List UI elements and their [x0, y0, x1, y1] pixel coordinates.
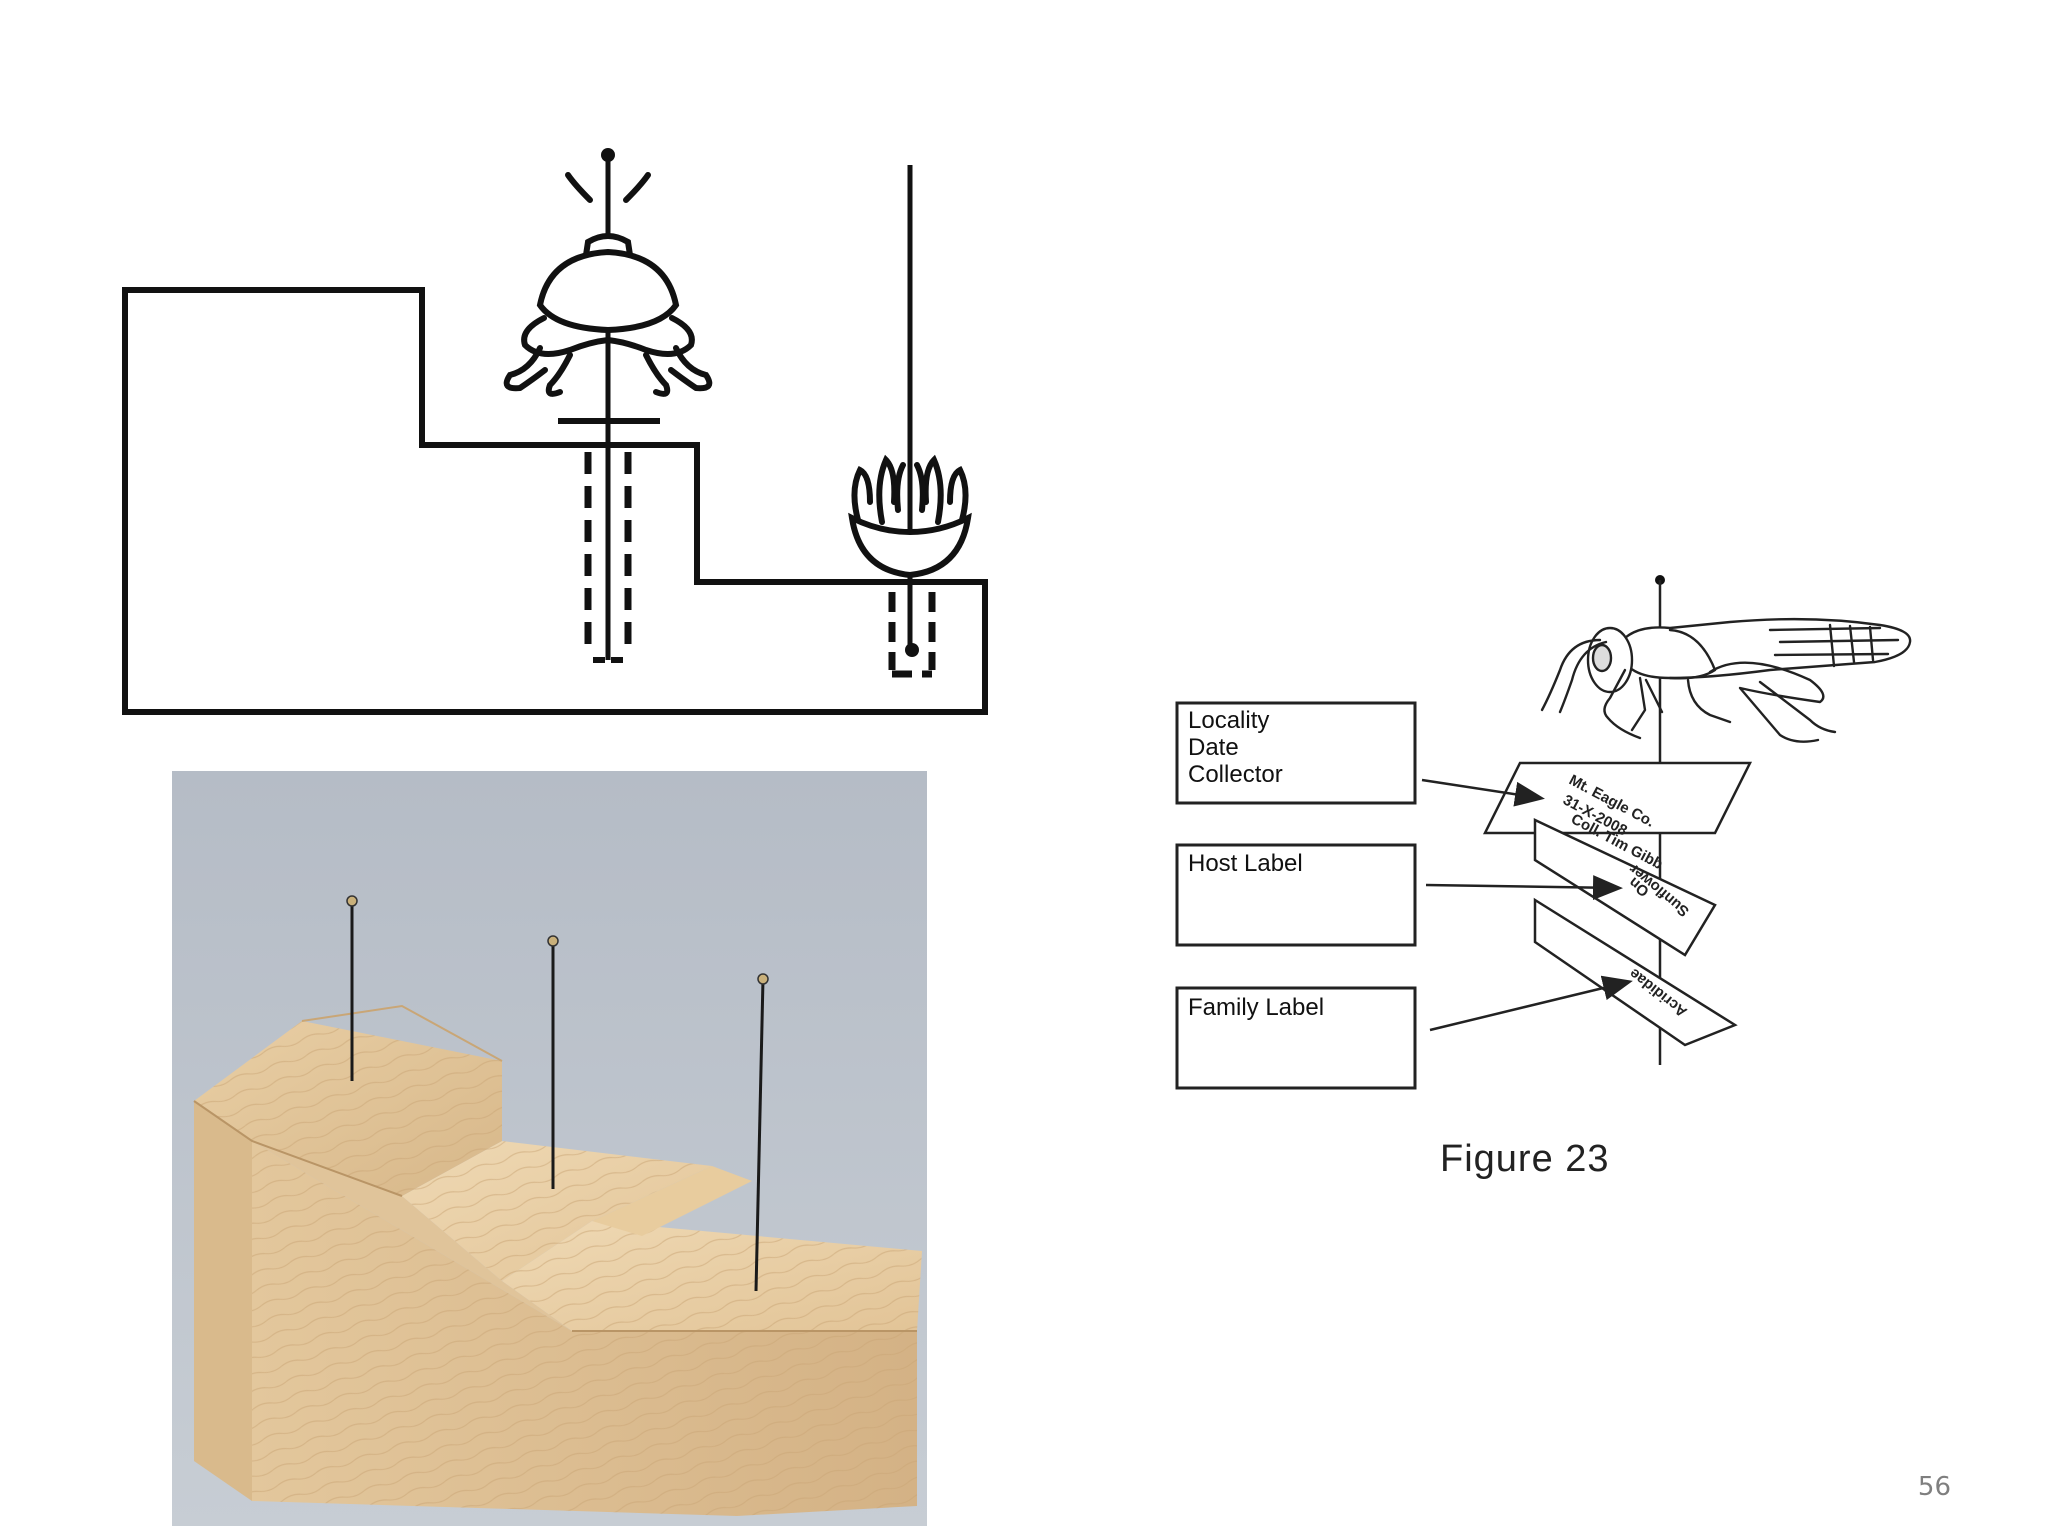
grasshopper-illustration	[1540, 617, 1912, 743]
label-collector: Collector	[1188, 761, 1283, 788]
label-host: Host Label	[1188, 850, 1303, 877]
pin-tip	[905, 643, 919, 657]
slide-number: 56	[1917, 1472, 1951, 1502]
wooden-block	[193, 1004, 922, 1516]
arrow-family	[1429, 975, 1633, 1032]
photo-pin-1	[346, 895, 358, 1081]
label-locality: Locality	[1188, 707, 1269, 734]
pinning-block-outline	[122, 287, 988, 715]
family-label-box: Family Label	[1175, 986, 1417, 1090]
photo-pin-3	[754, 973, 769, 1292]
photo-pin-2	[547, 935, 559, 1189]
specimen-illustration	[848, 454, 972, 579]
arrow-locality	[1421, 778, 1545, 807]
specimen-pin-group	[848, 165, 972, 678]
label-date: Date	[1188, 734, 1239, 761]
host-label-box: Host Label	[1175, 843, 1417, 947]
pin-channel-dashed	[888, 592, 936, 678]
beetle-pin-group	[503, 148, 713, 663]
arrow-host	[1425, 875, 1623, 901]
beetle-illustration	[503, 172, 713, 397]
pinning-block-diagram	[122, 148, 988, 715]
pinned-label-locality: Mt. Eagle Co. 31-X-2008 Coll. Tim Gibb	[1482, 761, 1753, 873]
label-family: Family Label	[1188, 994, 1324, 1021]
pinning-block-photo	[172, 771, 927, 1526]
grasshopper-label-diagram: Locality Date Collector Host Label Famil…	[1175, 575, 1912, 1090]
figure-caption: Figure 23	[1440, 1138, 1610, 1180]
locality-label-box: Locality Date Collector	[1175, 701, 1417, 805]
